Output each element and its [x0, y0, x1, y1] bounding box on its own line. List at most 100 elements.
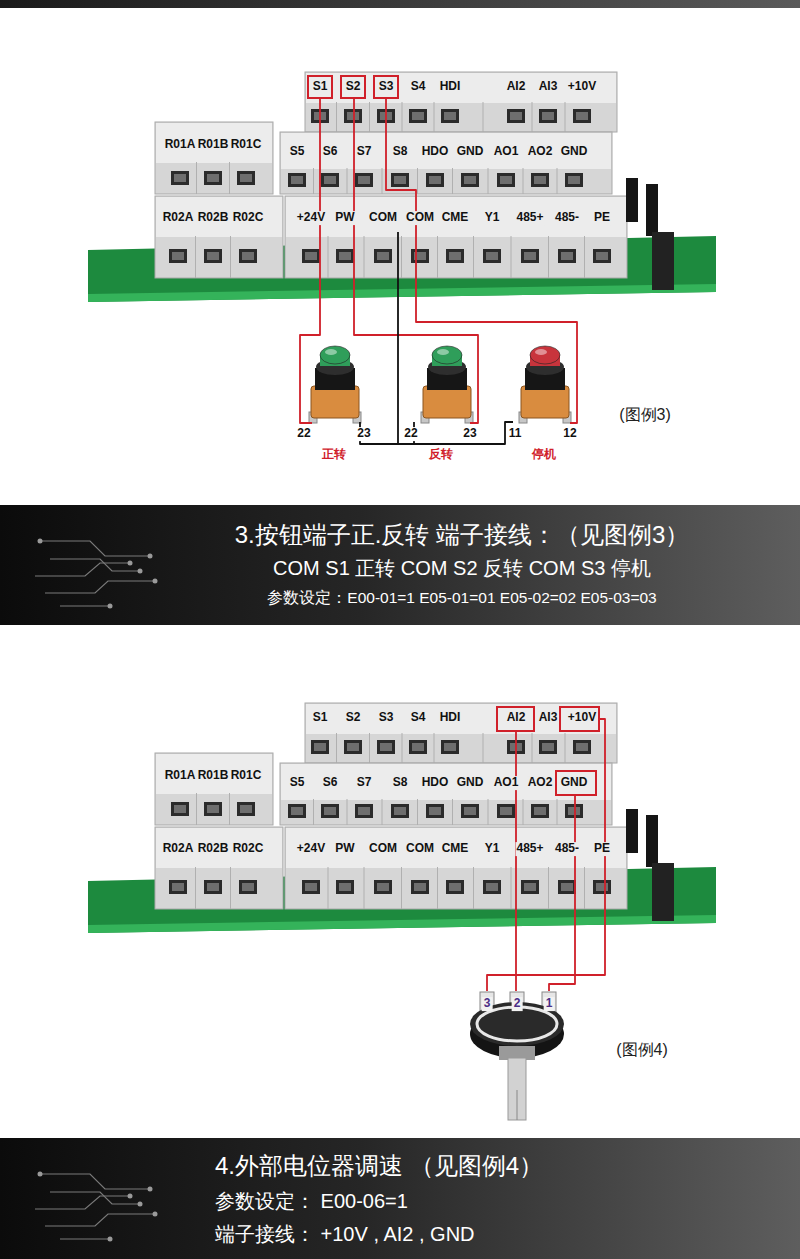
circuit-dot — [128, 1194, 133, 1199]
divider — [336, 102, 337, 132]
terminal-block — [155, 753, 273, 825]
screw-head — [207, 883, 219, 891]
wire — [397, 232, 399, 444]
terminal-label: AO2 — [527, 776, 554, 790]
divider — [434, 733, 435, 763]
terminal-housing — [155, 827, 283, 909]
button-cap — [432, 346, 462, 364]
screw-head — [242, 883, 254, 891]
highlight — [535, 349, 547, 355]
terminal-label: PE — [593, 211, 611, 225]
control-board — [88, 72, 716, 302]
screw-slot — [573, 109, 591, 123]
screw-head — [568, 807, 580, 815]
terminal-label: CME — [441, 842, 470, 856]
button-cap — [320, 346, 350, 364]
terminal-label: S2 — [345, 711, 362, 725]
screw-slot — [204, 249, 222, 263]
pin-number: 2 — [512, 997, 523, 1011]
terminal-label: S8 — [392, 145, 409, 159]
screw-slot — [507, 109, 525, 123]
screw-slot — [411, 249, 429, 263]
label-band — [281, 133, 611, 169]
screw-head — [449, 252, 461, 260]
terminal-label: 485- — [554, 211, 580, 225]
connector — [626, 809, 638, 853]
terminal-label: S5 — [289, 145, 306, 159]
pcb-edge — [88, 284, 716, 302]
circuit-line — [45, 1214, 155, 1226]
divider — [328, 867, 329, 909]
screw-head — [172, 883, 184, 891]
screw-slot — [288, 173, 306, 187]
screw-head — [414, 883, 426, 891]
screw-head — [542, 743, 554, 751]
screw-slot — [497, 804, 515, 818]
screw-head — [524, 883, 536, 891]
divider — [483, 102, 484, 132]
divider — [402, 733, 403, 763]
screw-slot — [426, 173, 444, 187]
screw-head — [394, 176, 406, 184]
potentiometer — [470, 992, 564, 1120]
highlight-box — [560, 707, 599, 731]
banner-text: 端子接线： +10V , AI2 , GND — [215, 1218, 475, 1250]
terminal-label: +10V — [567, 711, 597, 725]
screw-slot — [237, 802, 255, 816]
terminal-housing — [285, 196, 627, 278]
screw-head — [207, 805, 219, 813]
terminal-housing — [155, 122, 273, 194]
screw-slot — [521, 249, 539, 263]
screw-slot — [558, 880, 576, 894]
screw-head — [380, 743, 392, 751]
terminal-label: GND — [560, 145, 589, 159]
divider — [195, 236, 196, 278]
screw-slot — [239, 249, 257, 263]
divider — [401, 867, 402, 909]
circuit-line — [45, 581, 155, 593]
wire — [360, 422, 513, 444]
divider — [195, 867, 196, 909]
circuit-line — [60, 1238, 110, 1239]
terminal-label: CME — [441, 211, 470, 225]
terminal-block — [285, 196, 627, 278]
divider — [488, 799, 489, 825]
screw-head — [240, 805, 252, 813]
divider — [532, 733, 533, 763]
screw-head — [358, 176, 370, 184]
screw-slot — [171, 802, 189, 816]
label-band — [156, 754, 272, 794]
screw-head — [174, 174, 186, 182]
terminal-label: R01B — [197, 138, 230, 152]
wire — [487, 719, 605, 991]
terminal-housing — [305, 72, 617, 132]
screw-head — [291, 176, 303, 184]
screw-slot — [441, 740, 459, 754]
circuit-line — [40, 1174, 150, 1189]
wire — [549, 796, 575, 991]
highlight — [325, 349, 337, 355]
screw-slot — [411, 880, 429, 894]
screw-head — [412, 112, 424, 120]
circuit-dot — [153, 1212, 158, 1217]
label-band — [156, 197, 282, 237]
screw-slot — [344, 109, 362, 123]
screw-head — [524, 252, 536, 260]
terminal-label: S5 — [289, 776, 306, 790]
label-band — [306, 704, 616, 734]
divider — [532, 102, 533, 132]
terminal-label: GND — [456, 145, 485, 159]
divider — [523, 168, 524, 194]
screw-head — [561, 883, 573, 891]
divider — [548, 236, 549, 278]
divider — [483, 733, 484, 763]
terminal-label: 485+ — [515, 842, 544, 856]
terminal-label: COM — [368, 211, 398, 225]
pin-number: 11 — [508, 427, 523, 441]
divider — [347, 799, 348, 825]
circuit-dot — [108, 1237, 113, 1242]
divider — [347, 168, 348, 194]
screw-head — [394, 807, 406, 815]
divider — [437, 867, 438, 909]
